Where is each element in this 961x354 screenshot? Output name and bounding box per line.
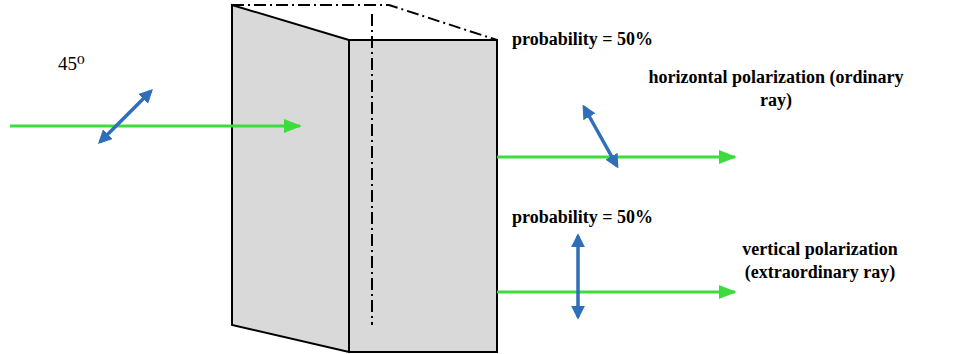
crystal-side-face xyxy=(232,5,349,352)
probability-label: probability = 50% xyxy=(512,28,653,51)
angle-label: 45⁰ xyxy=(58,52,85,77)
probability-label: probability = 50% xyxy=(512,206,653,229)
ordinary-beam xyxy=(497,156,735,159)
polarization-arrow xyxy=(584,107,617,166)
crystal-hidden-edges xyxy=(232,5,497,325)
input-beam xyxy=(10,125,300,128)
extraordinary-beam xyxy=(497,291,735,294)
polarization-arrow xyxy=(576,236,580,317)
ray-label: vertical polarization (extraordinary ray… xyxy=(693,238,948,285)
polarization-arrow xyxy=(100,91,151,142)
ray-label: horizontal polarization (ordinary ray) xyxy=(649,66,904,113)
